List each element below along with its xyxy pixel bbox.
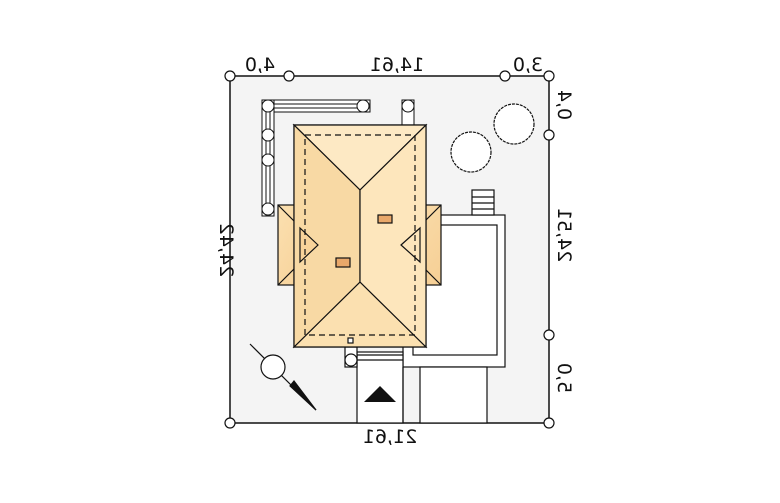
- dim-top-left: 4,0: [245, 54, 275, 76]
- dimension-markers: [224, 70, 555, 429]
- house-roof: [277, 123, 442, 349]
- dim-top-right: 3,0: [513, 54, 543, 76]
- trees: [450, 103, 535, 173]
- north-arrow-icon: [249, 343, 317, 411]
- garage: [402, 189, 506, 368]
- dim-right-bottom: 5,0: [553, 363, 575, 393]
- dim-right-middle: 24,51: [553, 208, 575, 262]
- entrance-arrow-icon: [364, 386, 396, 402]
- dim-bottom: 21,61: [363, 426, 417, 448]
- pergola: [261, 99, 415, 217]
- dim-right-top: 0,4: [553, 90, 575, 120]
- dim-top-middle: 14,61: [370, 54, 424, 76]
- dim-left: 24,42: [215, 223, 237, 277]
- driveway: [344, 346, 488, 424]
